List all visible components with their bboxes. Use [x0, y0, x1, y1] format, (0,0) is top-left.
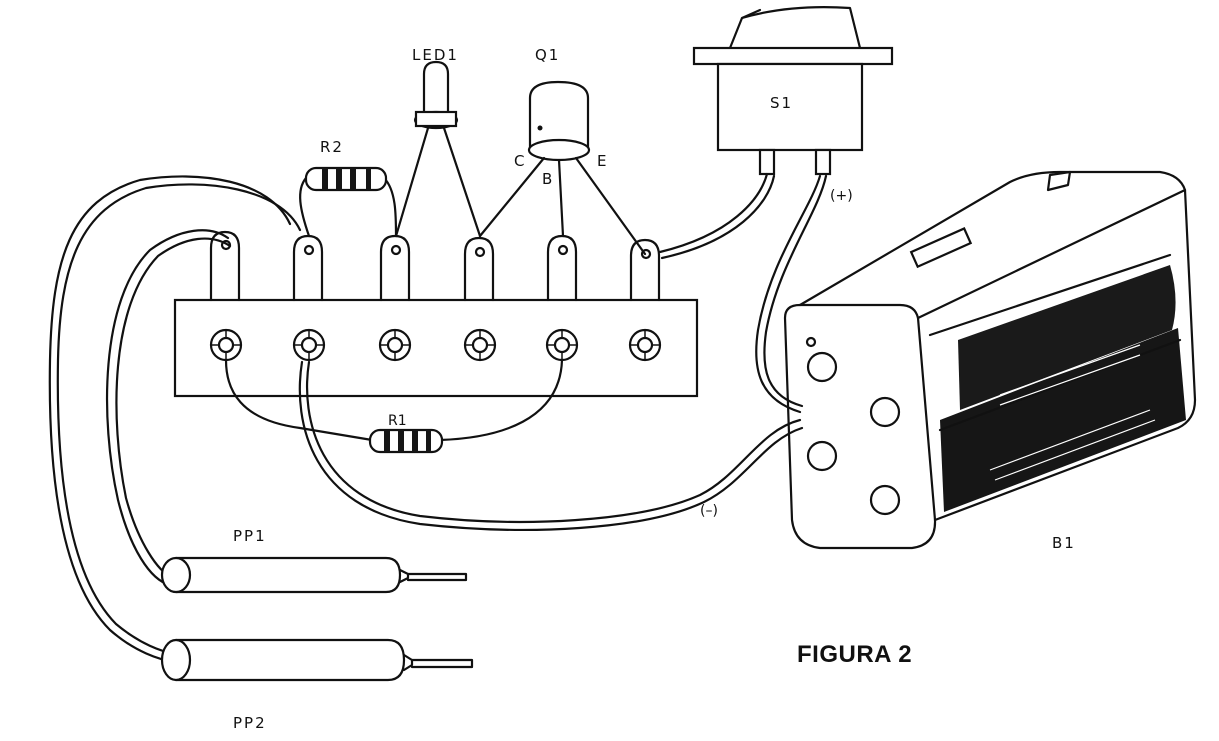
wire-probe-1	[105, 229, 230, 587]
q1-label: Q1	[535, 46, 560, 64]
positive-label: (+)	[830, 188, 853, 204]
wire-negative	[305, 360, 802, 523]
probe-pp1	[160, 556, 468, 594]
strip-screws	[209, 328, 662, 362]
emitter-label: E	[597, 152, 608, 170]
pp2-label: PP2	[233, 714, 267, 732]
resistor-r1	[368, 428, 444, 454]
switch-s1	[692, 6, 894, 176]
transistor-q1	[478, 80, 647, 256]
wire-positive-outline	[763, 174, 828, 408]
b1-label: B1	[1052, 534, 1076, 552]
collector-label: C	[514, 152, 526, 170]
led-label: LED1	[412, 46, 459, 64]
battery-holder-b1	[783, 170, 1197, 550]
r2-label: R2	[320, 138, 344, 156]
base-label: B	[542, 170, 554, 188]
r1-label: R1	[388, 413, 407, 429]
wire-probe-1-outline	[115, 237, 232, 579]
wire-probe-2-outline	[56, 183, 302, 656]
terminal-strip	[173, 230, 699, 398]
wire-negative-outline	[298, 360, 804, 531]
solder-lug-2	[292, 234, 324, 302]
led-led1	[394, 60, 482, 238]
wire-switch-to-emitter	[658, 172, 769, 254]
pp1-label: PP1	[233, 527, 267, 545]
negative-label: (–)	[700, 503, 718, 519]
s1-label: S1	[770, 94, 793, 112]
figure-caption: FIGURA 2	[797, 641, 912, 668]
wire-r1-left	[224, 358, 374, 442]
resistor-r2	[299, 166, 398, 238]
wire-switch-to-emitter-outline	[660, 174, 776, 260]
solder-lug-4	[463, 236, 495, 302]
probe-pp2	[160, 638, 474, 682]
wire-r1-right	[438, 358, 564, 442]
solder-lug-3	[379, 234, 411, 302]
solder-lug-5	[546, 234, 578, 302]
solder-lug-6	[629, 238, 661, 302]
wire-positive	[755, 174, 822, 414]
wire-probe-2	[48, 175, 292, 664]
